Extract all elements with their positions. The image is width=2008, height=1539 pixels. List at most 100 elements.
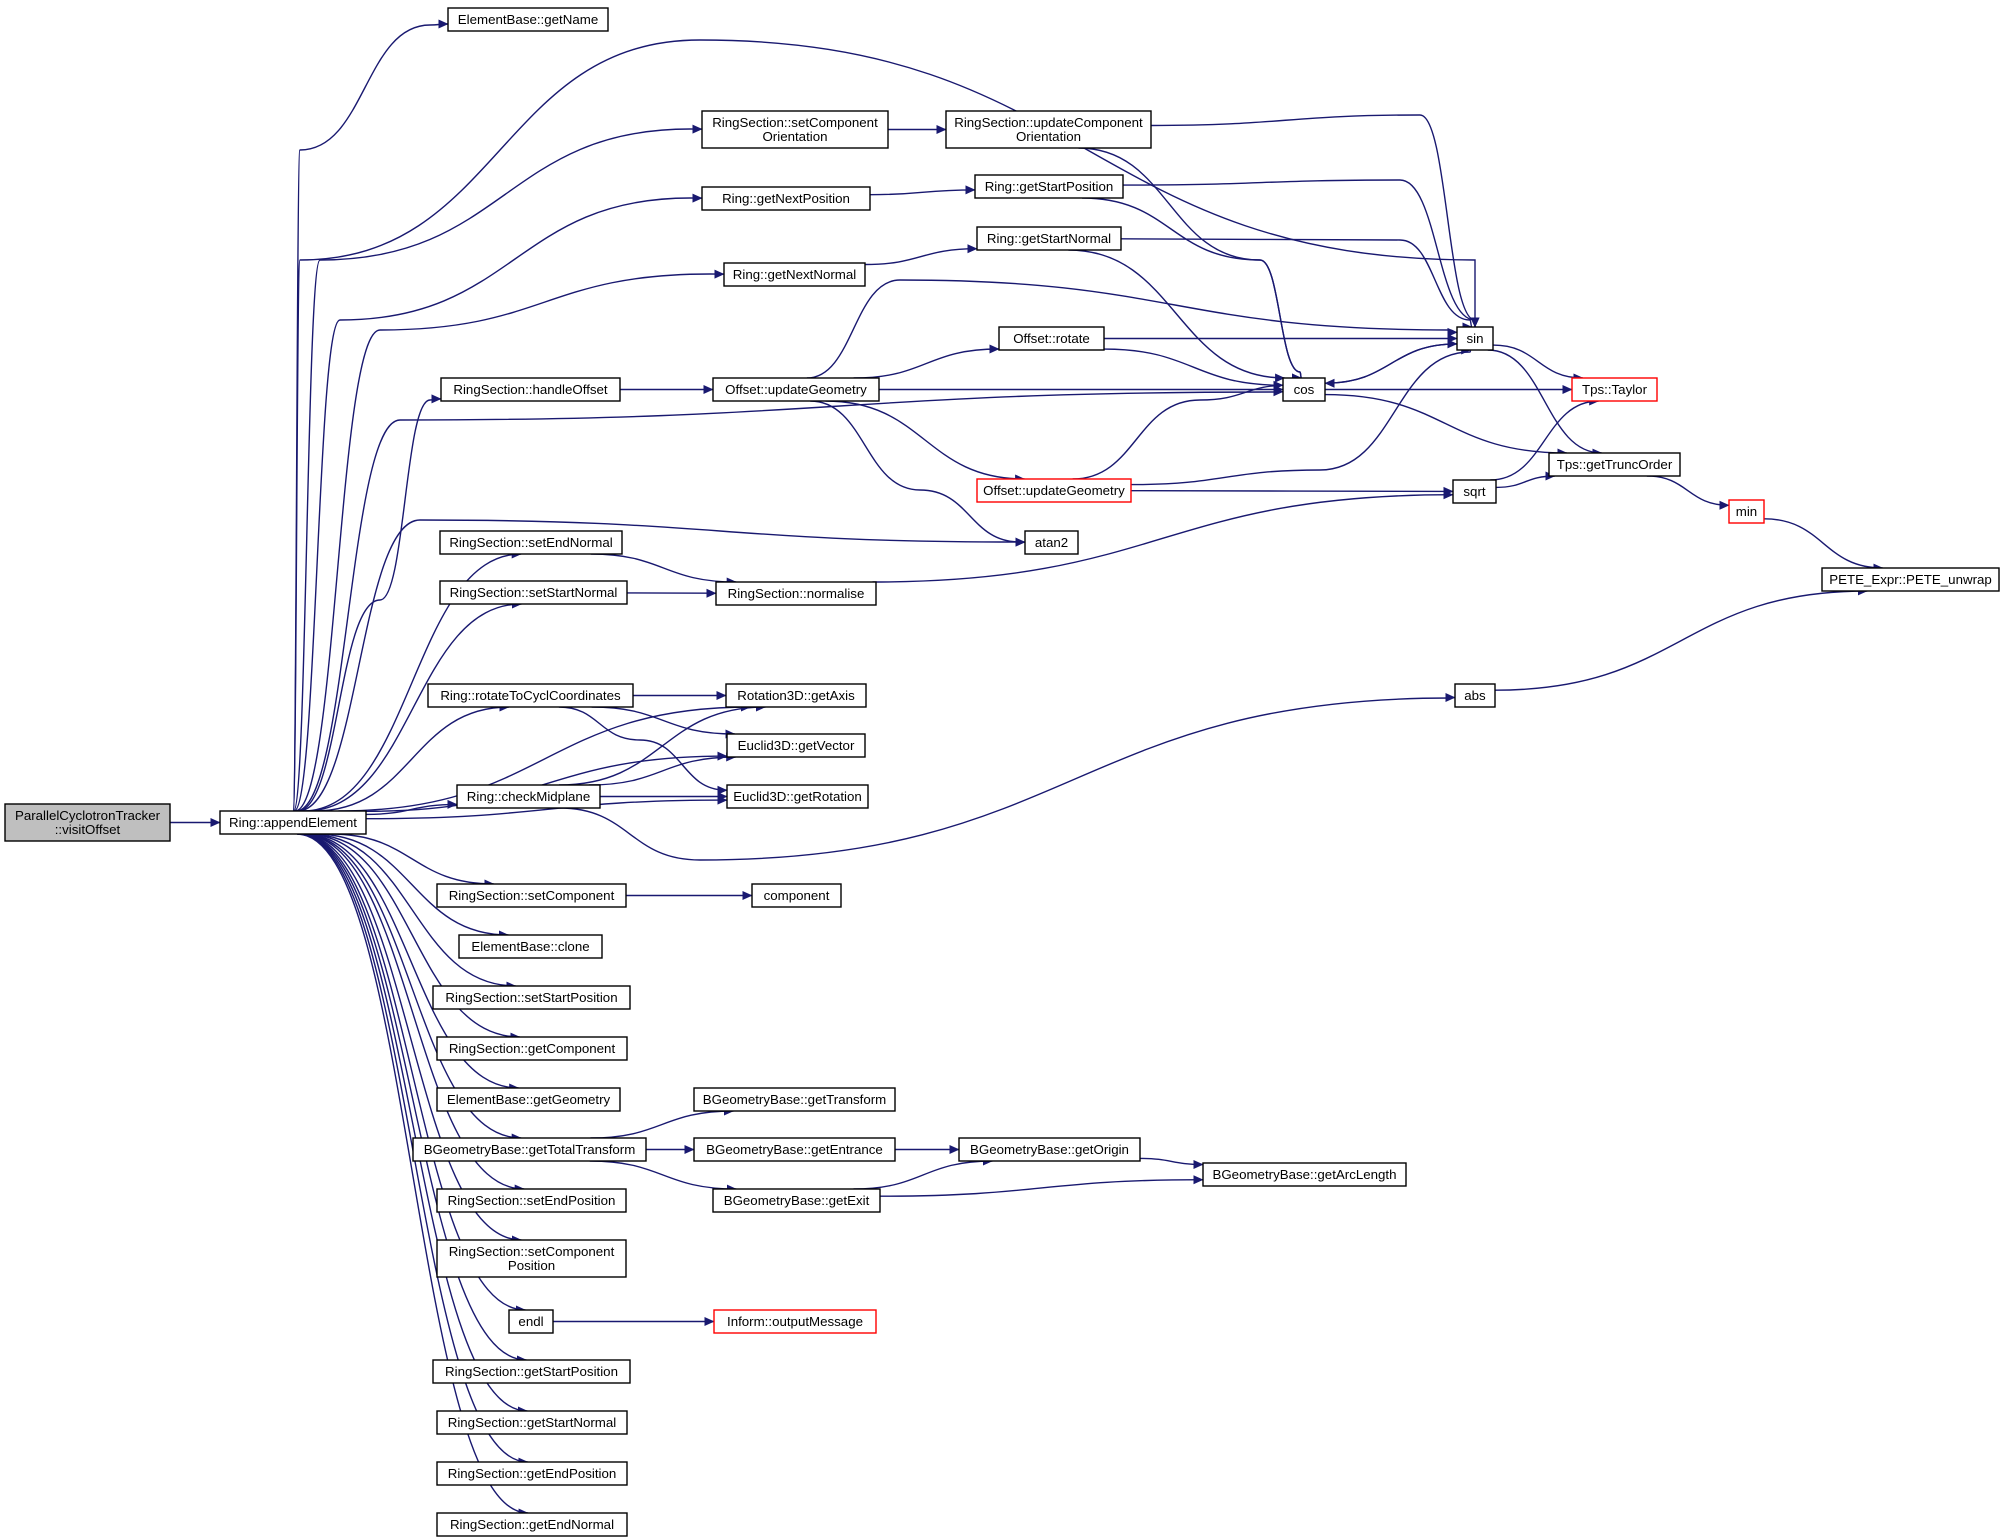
node-label: RingSection::normalise — [728, 586, 865, 601]
node-rs-set-start-normal[interactable]: RingSection::setStartNormal — [439, 580, 628, 605]
call-edge — [879, 1175, 1204, 1197]
node-label: RingSection::setStartPosition — [445, 990, 617, 1005]
node-label: BGeometryBase::getEntrance — [706, 1142, 883, 1157]
node-eb-get-geometry[interactable]: ElementBase::getGeometry — [436, 1087, 621, 1112]
node-rs-set-end-normal[interactable]: RingSection::setEndNormal — [439, 530, 623, 555]
node-label: RingSection::getStartNormal — [448, 1415, 617, 1430]
node-label: Orientation — [762, 129, 827, 144]
call-edge — [1072, 378, 1293, 480]
node-rs-get-end-normal[interactable]: RingSection::getEndNormal — [436, 1512, 628, 1537]
call-edge — [1324, 393, 1568, 458]
node-label: RingSection::setEndNormal — [449, 535, 612, 550]
node-label: RingSection::setComponent — [712, 115, 878, 130]
node-abs[interactable]: abs — [1454, 683, 1496, 708]
node-offset-update-geometry-2[interactable]: Offset::updateGeometry — [976, 478, 1132, 503]
node-label: Offset::rotate — [1013, 331, 1090, 346]
node-rs-set-end-position[interactable]: RingSection::setEndPosition — [436, 1188, 627, 1213]
call-edge — [293, 193, 703, 812]
node-sin[interactable]: sin — [1456, 326, 1494, 351]
node-rs-get-start-position[interactable]: RingSection::getStartPosition — [432, 1359, 631, 1384]
node-label: abs — [1464, 688, 1486, 703]
node-tps-taylor[interactable]: Tps::Taylor — [1571, 377, 1658, 402]
call-edge — [1646, 475, 1730, 510]
call-edge — [591, 706, 736, 739]
node-ring-get-next-position[interactable]: Ring::getNextPosition — [701, 186, 871, 211]
node-bgb-get-arc-length[interactable]: BGeometryBase::getArcLength — [1202, 1162, 1407, 1187]
node-label: RingSection::setStartNormal — [450, 585, 618, 600]
node-rs-handle-offset[interactable]: RingSection::handleOffset — [440, 377, 621, 402]
node-atan2[interactable]: atan2 — [1024, 530, 1079, 555]
call-edge — [589, 1160, 737, 1194]
node-bgb-get-exit[interactable]: BGeometryBase::getExit — [712, 1188, 881, 1213]
node-inform-output-message[interactable]: Inform::outputMessage — [713, 1309, 877, 1334]
node-sqrt[interactable]: sqrt — [1452, 479, 1497, 504]
node-rs-get-start-normal[interactable]: RingSection::getStartNormal — [436, 1410, 628, 1435]
node-component[interactable]: component — [751, 883, 842, 908]
call-edge — [806, 279, 1458, 379]
node-rs-get-component[interactable]: RingSection::getComponent — [436, 1036, 628, 1061]
node-label: ElementBase::getGeometry — [447, 1092, 611, 1107]
node-label: cos — [1294, 382, 1315, 397]
node-cos[interactable]: cos — [1282, 377, 1326, 402]
node-label: Ring::getNextPosition — [722, 191, 850, 206]
node-label: BGeometryBase::getArcLength — [1212, 1167, 1396, 1182]
node-label: RingSection::getEndPosition — [448, 1466, 617, 1481]
node-euclid3d-get-rotation[interactable]: Euclid3D::getRotation — [726, 784, 869, 809]
node-min[interactable]: min — [1728, 499, 1765, 524]
node-label: RingSection::setComponent — [449, 888, 615, 903]
node-label: RingSection::setEndPosition — [448, 1193, 616, 1208]
node-bgb-get-origin[interactable]: BGeometryBase::getOrigin — [958, 1137, 1141, 1162]
node-pct-visit-offset[interactable]: ParallelCyclotronTracker::visitOffset — [4, 803, 171, 842]
call-edge — [297, 519, 1026, 812]
node-pete-unwrap[interactable]: PETE_Expr::PETE_unwrap — [1821, 567, 2000, 592]
node-label: Euclid3D::getRotation — [733, 789, 862, 804]
node-label: BGeometryBase::getExit — [724, 1193, 870, 1208]
node-label: Euclid3D::getVector — [738, 738, 855, 753]
node-rs-normalise[interactable]: RingSection::normalise — [715, 581, 877, 606]
node-label: Ring::getStartNormal — [987, 231, 1111, 246]
node-offset-rotate[interactable]: Offset::rotate — [998, 326, 1105, 351]
call-edge — [1122, 179, 1480, 328]
node-offset-update-geometry[interactable]: Offset::updateGeometry — [712, 377, 880, 402]
call-edge — [1763, 518, 1884, 573]
node-label: Ring::checkMidplane — [467, 789, 590, 804]
node-label: endl — [518, 1314, 543, 1329]
call-edge — [294, 269, 725, 812]
node-label: Ring::appendElement — [229, 815, 357, 830]
node-rs-set-start-position[interactable]: RingSection::setStartPosition — [432, 985, 631, 1010]
node-bgb-get-entrance[interactable]: BGeometryBase::getEntrance — [693, 1137, 896, 1162]
node-label: ElementBase::getName — [458, 12, 598, 27]
call-edge — [314, 702, 510, 812]
node-label: RingSection::updateComponent — [954, 115, 1143, 130]
node-ring-rotate-to-cycl[interactable]: Ring::rotateToCyclCoordinates — [427, 683, 634, 708]
call-edge — [810, 400, 1026, 547]
call-edge — [1068, 249, 1286, 383]
node-euclid3d-get-vector[interactable]: Euclid3D::getVector — [726, 733, 866, 758]
node-ring-get-start-position[interactable]: Ring::getStartPosition — [974, 174, 1124, 199]
node-eb-get-name[interactable]: ElementBase::getName — [447, 7, 609, 32]
node-label: PETE_Expr::PETE_unwrap — [1829, 572, 1992, 587]
call-edge — [298, 833, 526, 1315]
node-ring-get-start-normal[interactable]: Ring::getStartNormal — [976, 226, 1122, 251]
node-rotation3d-get-axis[interactable]: Rotation3D::getAxis — [725, 683, 867, 708]
call-edge — [297, 394, 442, 812]
node-ring-append-element[interactable]: Ring::appendElement — [219, 810, 367, 835]
call-edge — [301, 833, 522, 1143]
node-endl[interactable]: endl — [508, 1309, 554, 1334]
node-ring-check-midplane[interactable]: Ring::checkMidplane — [456, 784, 601, 809]
node-label: Position — [508, 1258, 555, 1273]
node-rs-get-end-position[interactable]: RingSection::getEndPosition — [436, 1461, 628, 1486]
node-rs-set-component[interactable]: RingSection::setComponent — [436, 883, 627, 908]
call-edge — [292, 39, 1480, 812]
node-tps-get-trunc-order[interactable]: Tps::getTruncOrder — [1548, 452, 1681, 477]
node-ring-get-next-normal[interactable]: Ring::getNextNormal — [723, 262, 866, 287]
node-bgb-get-transform[interactable]: BGeometryBase::getTransform — [693, 1087, 896, 1112]
node-eb-clone[interactable]: ElementBase::clone — [458, 934, 603, 959]
node-label: BGeometryBase::getTransform — [703, 1092, 887, 1107]
node-label: Offset::updateGeometry — [725, 382, 867, 397]
node-label: Orientation — [1016, 129, 1081, 144]
node-bgb-get-total-transform[interactable]: BGeometryBase::getTotalTransform — [412, 1137, 647, 1162]
